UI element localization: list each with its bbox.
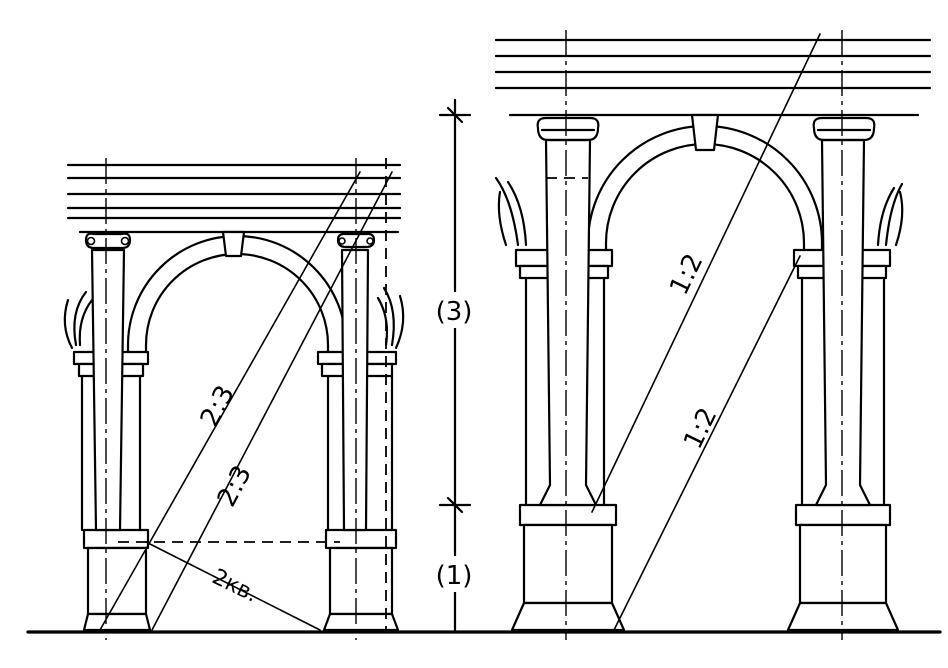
right-arch [586, 113, 824, 252]
right-ratio-lower: 1:2 [678, 403, 723, 454]
left-square-diagonal [145, 541, 321, 631]
right-foliage [494, 176, 904, 247]
left-diagonal-2 [151, 171, 393, 631]
left-arch [126, 230, 348, 354]
right-column-right [812, 116, 876, 507]
left-column [84, 232, 132, 532]
right-diagonal-1 [591, 33, 821, 513]
left-pier-right [316, 232, 400, 632]
left-keystone [221, 230, 246, 258]
right-keystone [690, 113, 720, 152]
dimension-line: (3) (1) [428, 98, 480, 634]
right-diagonal-2 [613, 255, 801, 631]
dim-lower-label: (1) [436, 561, 473, 591]
right-arcade: 1:2 1:2 [494, 30, 932, 640]
left-arcade: 2:3 2:3 2кв. [63, 158, 405, 640]
left-entablature [66, 163, 402, 234]
left-diagonal-1 [99, 171, 361, 631]
right-ratio-upper: 1:2 [664, 249, 709, 300]
left-squares-label: 2кв. [208, 565, 261, 608]
right-entablature [494, 38, 932, 117]
dim-upper-label: (3) [436, 297, 473, 327]
right-column-left [536, 116, 600, 507]
left-ratio-upper: 2:3 [195, 381, 241, 432]
